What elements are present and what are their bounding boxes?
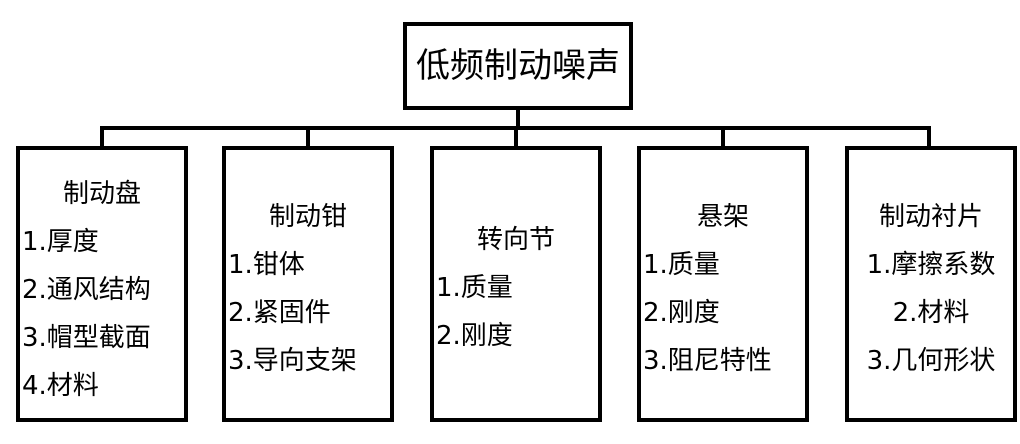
child-title: 转向节 [476,225,555,255]
child-node-brake-disc: 制动盘 1.厚度 2.通风结构 3.帽型截面 4.材料 [16,146,188,422]
child-title: 悬架 [696,202,749,232]
child-node-steering-knuckle: 转向节 1.质量 2.刚度 [430,146,602,422]
list-item: 3.帽型截面 [22,323,151,353]
list-item: 2.刚度 [436,321,513,351]
child-node-brake-lining: 制动衬片 1.摩擦系数 2.材料 3.几何形状 [845,146,1017,422]
list-item: 4.材料 [22,371,99,401]
list-item: 3.阻尼特性 [643,346,772,376]
root-node: 低频制动噪声 [403,22,633,110]
list-item: 1.质量 [643,250,720,280]
list-item: 2.通风结构 [22,275,151,305]
list-item: 1.摩擦系数 [866,250,996,280]
child-title: 制动钳 [268,202,347,232]
list-item: 2.紧固件 [228,298,331,328]
list-item: 1.钳体 [228,250,305,280]
list-item: 3.导向支架 [228,346,357,376]
list-item: 3.几何形状 [866,346,996,376]
list-item: 2.刚度 [643,298,720,328]
list-item: 1.质量 [436,273,513,303]
child-node-brake-caliper: 制动钳 1.钳体 2.紧固件 3.导向支架 [222,146,394,422]
list-item: 1.厚度 [22,227,99,257]
list-item: 2.材料 [892,298,970,328]
root-title: 低频制动噪声 [416,46,620,86]
child-node-suspension: 悬架 1.质量 2.刚度 3.阻尼特性 [637,146,809,422]
child-title: 制动盘 [62,179,141,209]
child-title: 制动衬片 [878,202,983,232]
